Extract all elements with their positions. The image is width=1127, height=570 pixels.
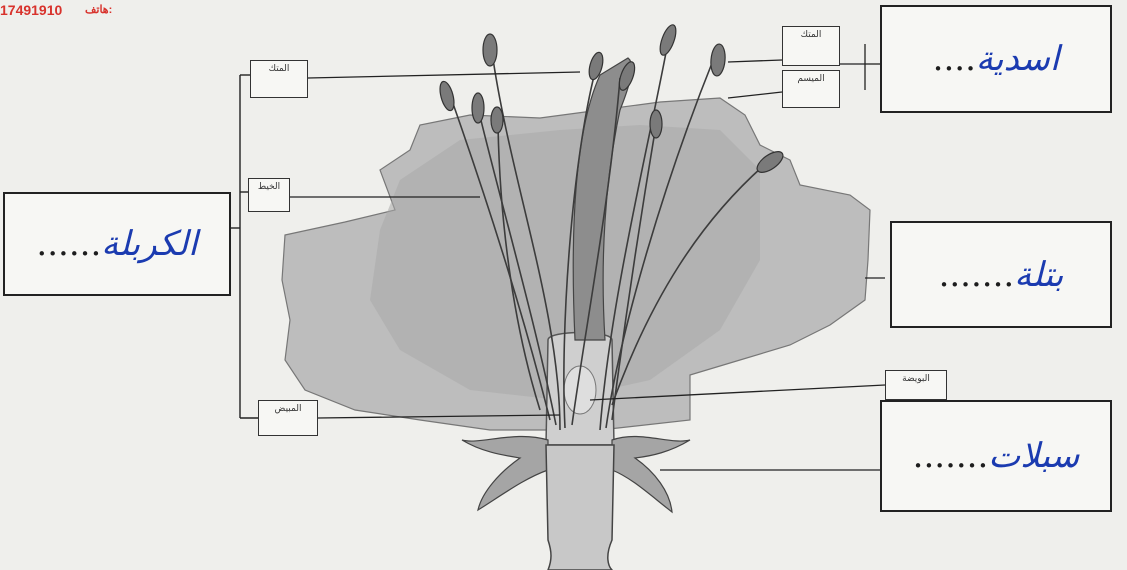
sepal-answer-box: .......سبلات — [880, 400, 1112, 512]
stamen-answer-text: اسدية — [976, 39, 1059, 79]
sepal-shape — [612, 436, 690, 512]
petal-answer: .......بتلة — [892, 255, 1110, 295]
stamen-answer-dots: .... — [933, 39, 976, 79]
phone-label: هاتف: — [85, 3, 112, 16]
phone-number: 17491910 — [0, 2, 62, 18]
carpel-answer-box: ......الكربلة — [3, 192, 231, 296]
petal-answer-dots: ....... — [939, 255, 1015, 295]
label-right-top-1: المتك — [782, 26, 840, 66]
phone-header: 17491910 هاتف: — [0, 2, 160, 22]
sepal-answer-text: سبلات — [988, 436, 1079, 476]
label-left-bottom: المبيض — [258, 400, 318, 436]
stem-shape — [546, 445, 614, 570]
label-left-mid: الخيط — [248, 178, 290, 212]
sepal-answer-dots: ....... — [913, 436, 989, 476]
carpel-answer: ......الكربلة — [5, 224, 229, 264]
sepal-shape — [462, 436, 548, 510]
carpel-answer-text: الكربلة — [101, 224, 197, 264]
sepal-answer: .......سبلات — [882, 436, 1110, 476]
label-right-bottom: البويضة — [885, 370, 947, 400]
stamen-answer: ....اسدية — [882, 39, 1110, 79]
label-right-top-2: الميسم — [782, 70, 840, 108]
petal-answer-text: بتلة — [1014, 255, 1063, 295]
petal-answer-box: .......بتلة — [890, 221, 1112, 328]
carpel-answer-dots: ...... — [36, 224, 101, 264]
stamen-answer-box: ....اسدية — [880, 5, 1112, 113]
left-bracket — [230, 75, 258, 418]
label-left-top: المتك — [250, 60, 308, 98]
